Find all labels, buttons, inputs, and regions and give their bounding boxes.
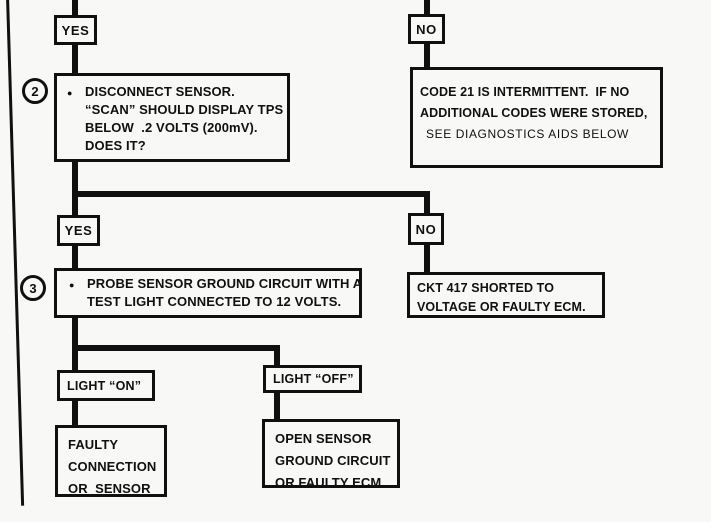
connector-no1-to-code21: [424, 43, 430, 68]
box-text-line: CODE 21 IS INTERMITTENT. IF NO: [420, 85, 630, 99]
box-text-line: PROBE SENSOR GROUND CIRCUIT WITH A: [87, 276, 363, 291]
connector-lighton-to-faulty: [72, 400, 78, 426]
box-text-line: DISCONNECT SENSOR.: [85, 84, 235, 99]
box-text-line: DOES IT?: [85, 138, 146, 153]
decision-yes-2-label: YES: [64, 223, 93, 238]
box-text-line: ADDITIONAL CODES WERE STORED,: [420, 106, 648, 120]
branch-line-step2: [72, 191, 430, 197]
box-text-line: OR SENSOR: [68, 481, 151, 496]
box-text-line: OR FAULTY ECM.: [275, 475, 385, 490]
step3-action-box: ● PROBE SENSOR GROUND CIRCUIT WITH A TES…: [54, 268, 362, 318]
page-border-line: [6, 0, 25, 506]
step2-action-box: ● DISCONNECT SENSOR. “SCAN” SHOULD DISPL…: [54, 73, 290, 162]
connector-top-to-no1: [424, 0, 430, 15]
light-on-label-box: LIGHT “ON”: [57, 370, 155, 401]
branch-line-step3: [72, 345, 280, 351]
light-off-label-box: LIGHT “OFF”: [263, 365, 362, 393]
open-ground-result-box: OPEN SENSOR GROUND CIRCUIT OR FAULTY ECM…: [262, 419, 400, 490]
decision-no-1-label: NO: [416, 21, 437, 37]
connector-yes2-to-step3: [72, 245, 78, 269]
connector-yes1-to-step2: [72, 44, 78, 74]
connector-lightoff-to-open: [274, 391, 280, 420]
box-text-line: OPEN SENSOR: [275, 431, 372, 446]
box-text-line: FAULTY: [68, 437, 119, 452]
step-number-2-label: 2: [31, 83, 39, 99]
connector-no2-to-ckt417: [424, 244, 430, 273]
box-text-line: CONNECTION: [68, 459, 157, 474]
decision-box-yes-1: YES: [54, 15, 97, 45]
connector-step2-to-yes2: [72, 160, 78, 216]
step-number-2: 2: [22, 78, 48, 104]
box-text-line: BELOW .2 VOLTS (200mV).: [85, 120, 258, 135]
box-text-line: SEE DIAGNOSTICS AIDS BELOW: [426, 127, 629, 141]
decision-no-2-label: NO: [415, 221, 437, 237]
connector-branch-to-lightoff: [274, 345, 280, 366]
box-text-line: VOLTAGE OR FAULTY ECM.: [417, 300, 586, 314]
box-text-line: GROUND CIRCUIT: [275, 453, 391, 468]
decision-box-yes-2: YES: [57, 215, 100, 246]
decision-box-no-1: NO: [408, 14, 445, 44]
decision-box-no-2: NO: [408, 213, 444, 245]
ckt417-result-box: CKT 417 SHORTED TO VOLTAGE OR FAULTY ECM…: [407, 272, 605, 318]
light-on-label: LIGHT “ON”: [67, 378, 142, 393]
bullet-icon: ●: [67, 88, 73, 98]
connector-branch-to-no2: [424, 194, 430, 214]
bullet-icon: ●: [69, 280, 75, 290]
light-off-label: LIGHT “OFF”: [273, 372, 354, 386]
step-number-3-label: 3: [29, 280, 37, 296]
faulty-connection-result-box: FAULTY CONNECTION OR SENSOR: [55, 425, 167, 497]
box-text-line: CKT 417 SHORTED TO: [417, 281, 555, 295]
step-number-3: 3: [20, 275, 46, 301]
connector-top-to-yes1: [72, 0, 78, 16]
connector-step3-to-lighton: [72, 316, 78, 371]
code21-result-box: CODE 21 IS INTERMITTENT. IF NO ADDITIONA…: [410, 67, 663, 168]
box-text-line: “SCAN” SHOULD DISPLAY TPS: [85, 102, 284, 117]
decision-yes-1-label: YES: [61, 22, 90, 38]
box-text-line: TEST LIGHT CONNECTED TO 12 VOLTS.: [87, 294, 342, 309]
